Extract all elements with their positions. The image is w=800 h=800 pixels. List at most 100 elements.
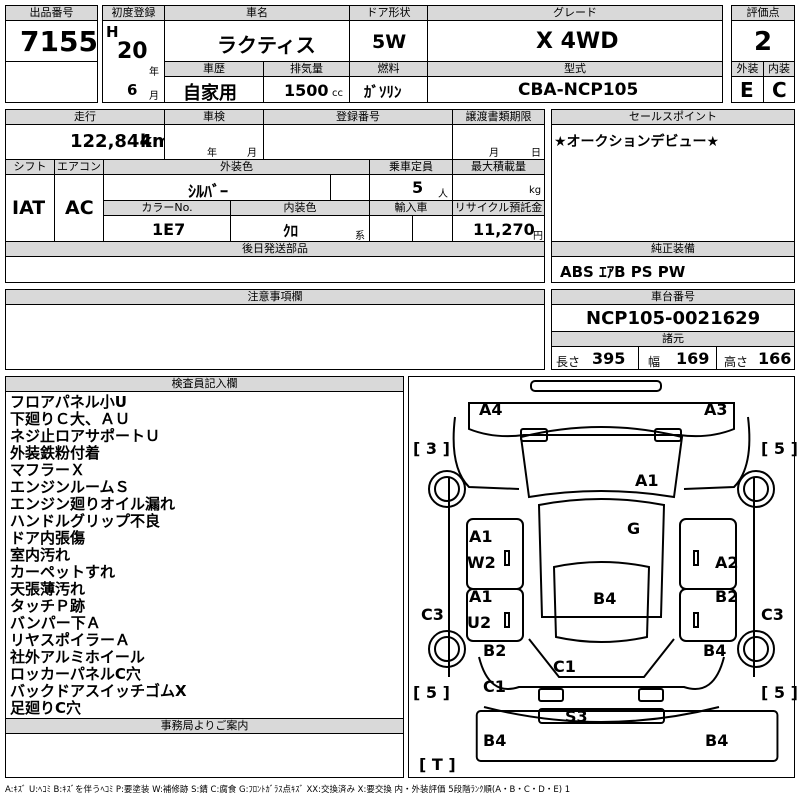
ext-color-header: 外装色 [103, 159, 370, 175]
aircon: AC [65, 197, 94, 219]
mileage: 122,844 [70, 131, 152, 152]
exterior-header: 外装 [731, 61, 764, 77]
chassis-number: NCP105-0021629 [586, 308, 761, 329]
door-cell: 5W [349, 20, 428, 62]
equipment-header: 純正装備 [551, 241, 795, 257]
damage-mark: A1 [469, 527, 493, 546]
recycle-cell: 11,270 円 [452, 215, 545, 242]
model-code-cell: CBA-NCP105 [427, 76, 723, 103]
transfer-deadline-header: 譲渡書類期限 [452, 109, 545, 125]
car-diagram: [ 3 ] [ 5 ] [ 5 ] [ 5 ] [ T ] A4 A3 A1 G… [408, 376, 798, 778]
damage-mark: W2 [467, 553, 496, 572]
damage-mark: A1 [469, 587, 493, 606]
height: 166 [758, 349, 792, 368]
damage-mark: C1 [483, 677, 506, 696]
import-header: 輸入車 [369, 200, 453, 216]
width: 169 [676, 349, 710, 368]
vehicle-history: 自家用 [183, 83, 237, 104]
rating-header: 評価点 [731, 5, 795, 21]
first-registration-header: 初度登録 [102, 5, 165, 21]
capacity-unit: 人 [438, 189, 448, 200]
damage-mark: A3 [704, 400, 728, 419]
damage-mark: C1 [553, 657, 576, 676]
transfer-day-unit: 日 [531, 148, 541, 159]
car-name-cell: ラクティス [164, 20, 350, 62]
damage-mark: B4 [483, 731, 507, 750]
registration-cell [263, 124, 453, 160]
inspector-note-line: 社外アルミホイール [10, 648, 145, 666]
damage-mark: S3 [565, 707, 588, 726]
grade-header: グレード [427, 5, 723, 21]
year-unit: 年 [149, 67, 159, 78]
first-registration-cell: H 20 年 6 月 [102, 20, 165, 103]
grade: X 4WD [536, 29, 619, 54]
inspector-note-line: カーペットすれ [10, 563, 116, 581]
inspector-note-line: ハンドルグリップ不良 [10, 512, 161, 530]
door-header: ドア形状 [349, 5, 428, 21]
tire-label-rear-right: [ 5 ] [761, 683, 798, 702]
damage-mark: U2 [467, 613, 492, 632]
capacity-header: 乗車定員 [369, 159, 453, 175]
tire-label-front-left: [ 3 ] [413, 439, 450, 458]
lot-number-blank [5, 61, 98, 103]
era: H [106, 23, 119, 41]
car-name: ラクティス [217, 33, 316, 57]
length-label: 長さ [556, 355, 581, 369]
import-cell [369, 215, 453, 242]
lot-number: 7155 [20, 25, 98, 58]
inspector-note-line: 下廻りＣ大、ＡＵ [10, 410, 131, 428]
inspector-note-line: バックドアスイッチゴムX [10, 682, 187, 700]
inspection-cell: 年 月 [164, 124, 264, 160]
mileage-unit: km [140, 131, 171, 152]
equipment-cell: ABS ｴｱB PS PW [551, 256, 795, 283]
mileage-header: 走行 [5, 109, 165, 125]
later-parts-header: 後日発送部品 [5, 241, 545, 257]
inspector-note-line: ネジ止ロアサポートＵ [10, 427, 161, 445]
max-load-unit: kg [529, 185, 542, 196]
inspector-note-line: 外装鉄粉付着 [10, 444, 101, 462]
ext-color: ｼﾙﾊﾞｰ [188, 182, 229, 201]
registration-header: 登録番号 [263, 109, 453, 125]
inspector-note-line: ドア内張傷 [10, 529, 86, 547]
rating-cell: 2 [731, 20, 795, 62]
damage-mark: G [627, 519, 641, 538]
displacement-header: 排気量 [263, 61, 350, 77]
inspector-note-line: タッチＰ跡 [10, 597, 86, 615]
lot-number-header: 出品番号 [5, 5, 98, 21]
sales-point: ★オークションデビュー★ [554, 134, 720, 150]
grade-cell: X 4WD [427, 20, 723, 62]
damage-mark: B2 [483, 641, 507, 660]
damage-mark: A4 [479, 400, 503, 419]
sales-point-cell: ★オークションデビュー★ [551, 124, 795, 242]
specs-header: 諸元 [551, 331, 795, 347]
sales-point-header: セールスポイント [551, 109, 795, 125]
legend: A:ｷｽﾞ U:ﾍｺﾐ B:ｷｽﾞを伴うﾍｺﾐ P:要塗装 W:補修跡 S:錆 … [5, 785, 571, 795]
length: 395 [592, 349, 626, 368]
caution-header: 注意事項欄 [5, 289, 545, 305]
tire-label-rear-left: [ 5 ] [413, 683, 450, 702]
damage-mark: B4 [705, 731, 729, 750]
inspection-header: 車検 [164, 109, 264, 125]
inspector-header: 検査員記入欄 [5, 376, 404, 392]
height-label: 高さ [724, 355, 749, 369]
inspector-note-line: マフラーＸ [10, 461, 86, 479]
int-color-unit: 系 [355, 231, 365, 242]
damage-mark: B2 [715, 587, 739, 606]
transfer-deadline-cell: 月 日 [452, 124, 545, 160]
int-color: ｸﾛ [283, 222, 299, 240]
car-outline [428, 380, 779, 762]
inspection-year-unit: 年 [207, 148, 217, 159]
damage-mark: C3 [761, 605, 784, 624]
int-color-cell: ｸﾛ 系 [230, 215, 370, 242]
inspector-note-line: リヤスポイラーＡ [10, 631, 131, 649]
inspector-note-line: 足廻りC穴 [10, 699, 82, 717]
rating: 2 [754, 27, 773, 57]
caution-cell [5, 304, 545, 370]
door-type: 5W [372, 31, 407, 53]
inspector-note-line: エンジン廻りオイル漏れ [10, 495, 176, 513]
registration-year: 20 [117, 39, 148, 64]
ac-header: エアコン [54, 159, 104, 175]
inspector-note-line: エンジンルームＳ [10, 478, 130, 496]
